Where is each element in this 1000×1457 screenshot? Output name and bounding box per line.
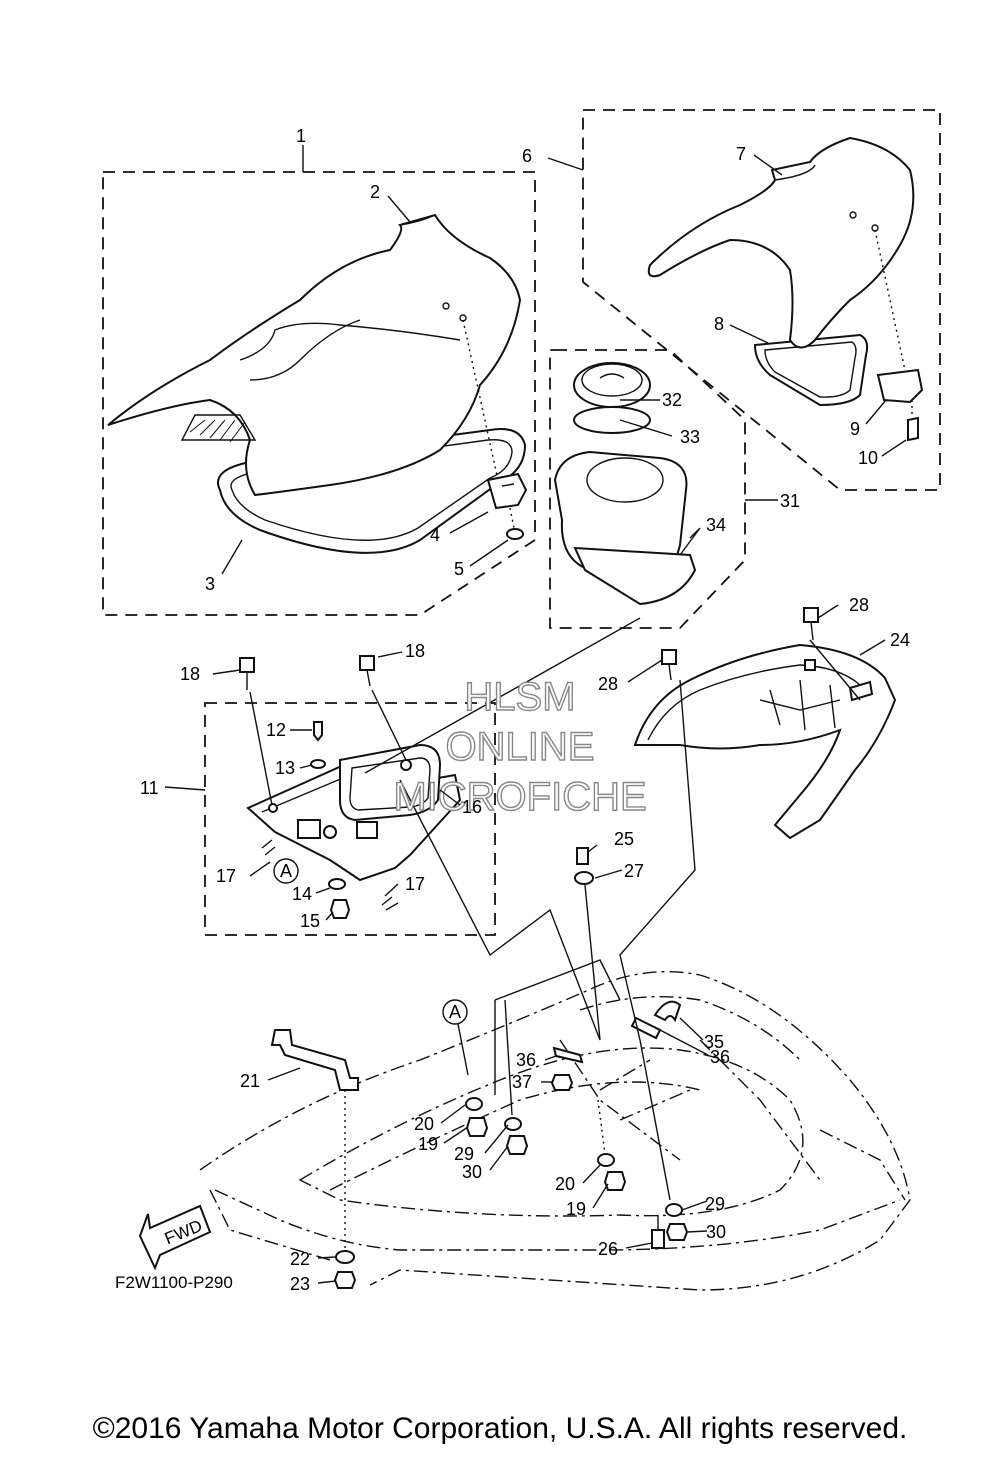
bolt-18-right: [359, 655, 375, 687]
svg-text:A: A: [449, 1002, 461, 1022]
rear-seat: [647, 136, 924, 442]
callout-14: 14: [292, 884, 312, 904]
callout-33: 33: [680, 427, 700, 447]
copyright-notice: ©2016 Yamaha Motor Corporation, U.S.A. A…: [92, 1412, 908, 1445]
callout-30-right: 30: [706, 1222, 726, 1242]
callout-29-right: 29: [705, 1194, 725, 1214]
callout-1: 1: [296, 126, 306, 146]
fwd-arrow-icon: FWD: [138, 1204, 212, 1271]
callout-16: 16: [462, 797, 482, 817]
callout-36-left: 36: [516, 1050, 536, 1070]
svg-text:ONLINE: ONLINE: [446, 725, 595, 769]
callout-35: 35: [704, 1032, 724, 1052]
callout-18-left: 18: [180, 664, 200, 684]
bolt-18-left: [239, 657, 255, 690]
callout-28-left: 28: [598, 674, 618, 694]
callout-5: 5: [454, 559, 464, 579]
callout-28-right: 28: [849, 595, 869, 615]
callout-17-right: 17: [405, 874, 425, 894]
guide-18-right: [371, 689, 407, 761]
callout-19-right: 19: [566, 1199, 586, 1219]
callout-36-right: 36: [710, 1047, 730, 1067]
callout-34: 34: [706, 515, 726, 535]
callout-17-left: 17: [216, 866, 236, 886]
callout-8: 8: [714, 314, 724, 334]
ref-marker-a-upper: A: [273, 858, 299, 884]
callout-12: 12: [266, 720, 286, 740]
guide-lines: [364, 617, 861, 1201]
svg-text:A: A: [280, 861, 292, 881]
callout-labels: 1 2 3 4 5 6 7 8 9 10 11 12 13 14 15 16 1…: [140, 126, 910, 1294]
diagram-code: F2W1100-P290: [115, 1273, 233, 1292]
storage-bin: [553, 362, 697, 606]
bracket-assembly: [246, 721, 462, 919]
callout-26: 26: [598, 1239, 618, 1259]
callout-9: 9: [850, 419, 860, 439]
callout-31: 31: [780, 491, 800, 511]
svg-text:HLSM: HLSM: [464, 675, 575, 719]
ref-marker-a-lower: A: [442, 999, 469, 1076]
callout-11: 11: [140, 778, 159, 798]
watermark: HLSM ONLINE MICROFICHE: [393, 674, 648, 819]
callout-22: 22: [290, 1249, 310, 1269]
callout-27: 27: [624, 861, 644, 881]
callout-4: 4: [430, 525, 440, 545]
group-box-31: [549, 349, 746, 629]
hardware: [270, 847, 689, 1289]
front-seat: [107, 213, 528, 554]
callout-32: 32: [662, 390, 682, 410]
callout-18-right: 18: [405, 641, 425, 661]
callout-2: 2: [370, 182, 380, 202]
guide-18-left: [249, 691, 273, 806]
callout-10: 10: [858, 448, 878, 468]
rear-grab-handle: [633, 643, 897, 840]
callout-37: 37: [512, 1072, 532, 1092]
callout-30-left: 30: [462, 1162, 482, 1182]
callout-20-left: 20: [414, 1114, 434, 1134]
callout-6: 6: [522, 146, 532, 166]
callout-13: 13: [275, 758, 295, 778]
callout-24: 24: [890, 630, 910, 650]
bolt-28-left: [661, 649, 677, 681]
callout-23: 23: [290, 1274, 310, 1294]
callout-3: 3: [205, 574, 215, 594]
callout-21: 21: [240, 1071, 260, 1091]
svg-text:MICROFICHE: MICROFICHE: [393, 775, 646, 819]
bolt-28-right: [803, 607, 819, 641]
callout-7: 7: [736, 144, 746, 164]
hull-outline: [199, 970, 911, 1291]
callout-25: 25: [614, 829, 634, 849]
leader-lines: [164, 145, 907, 1284]
callout-19-left: 19: [418, 1134, 438, 1154]
callout-15: 15: [300, 911, 320, 931]
group-box-6: [582, 109, 941, 491]
group-box-11: [204, 702, 496, 936]
group-box-1: [102, 171, 536, 616]
callout-20-right: 20: [555, 1174, 575, 1194]
callout-29-left: 29: [454, 1144, 474, 1164]
